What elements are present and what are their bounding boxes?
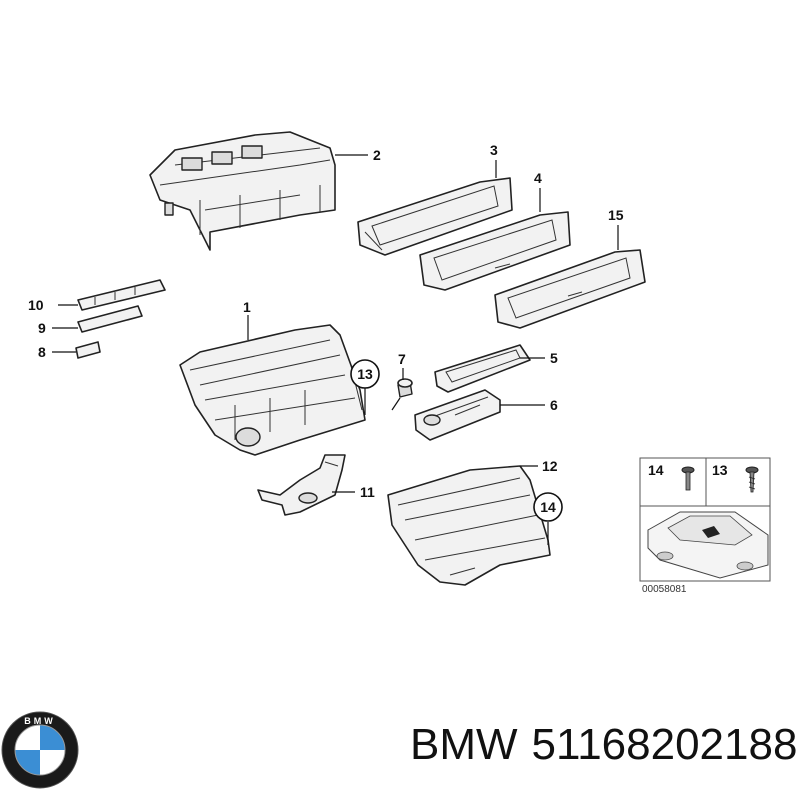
- callout-7: 7: [398, 351, 406, 367]
- part-15-tray: [494, 249, 646, 329]
- callout-15: 15: [608, 207, 624, 223]
- bmw-logo: BMW: [1, 711, 79, 789]
- part-number: 51168202188: [531, 720, 798, 769]
- callout-9: 9: [38, 320, 46, 336]
- callout-6: 6: [550, 397, 558, 413]
- diagram-code: 00058081: [642, 584, 687, 595]
- callout-12: 12: [542, 458, 558, 474]
- part-10-strip: [77, 279, 166, 311]
- part-5-tray: [434, 344, 531, 393]
- callout-5: 5: [550, 350, 558, 366]
- inset-panel: 14 13 00058081: [639, 457, 771, 595]
- callout-14: 14: [540, 499, 556, 515]
- callout-10: 10: [28, 297, 44, 313]
- car-outline-icon: [647, 511, 769, 579]
- screw-icon: [681, 466, 695, 491]
- part-3-tray: [357, 177, 513, 256]
- part-11-bracket: [257, 454, 346, 516]
- callout-13-circle: [350, 359, 380, 389]
- callout-8: 8: [38, 344, 46, 360]
- callout-2: 2: [373, 147, 381, 163]
- logo-text: BMW: [24, 716, 56, 726]
- part-2-frame: [149, 131, 336, 251]
- part-4-tray: [419, 211, 571, 291]
- inset-screw-13-label: 13: [712, 462, 728, 478]
- part-caption: BMW 51168202188: [410, 710, 797, 780]
- callout-11: 11: [360, 484, 375, 500]
- callout-13: 13: [357, 366, 373, 382]
- part-8-clip: [75, 341, 101, 359]
- callout-1: 1: [243, 299, 251, 315]
- callout-4: 4: [534, 170, 542, 186]
- part-12-console: [387, 465, 551, 586]
- part-9-strip: [77, 305, 143, 333]
- inset-screw-14-label: 14: [648, 462, 664, 478]
- part-1-housing: [179, 324, 366, 456]
- screw-icon: [745, 466, 759, 493]
- callout-14-circle: [533, 492, 563, 522]
- part-7-knob: [397, 378, 413, 398]
- part-6-ashtray: [414, 389, 501, 441]
- callout-3: 3: [490, 142, 498, 158]
- brand-name: BMW: [410, 720, 518, 769]
